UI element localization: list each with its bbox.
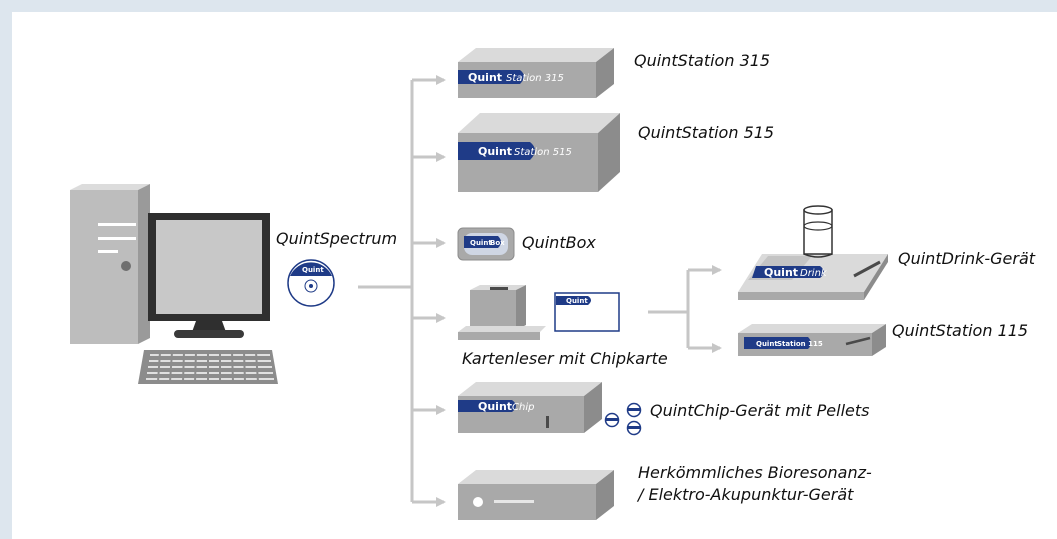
label-quintspectrum: QuintSpectrum bbox=[276, 229, 397, 248]
qs115-model-mark: Station 115 bbox=[777, 340, 823, 348]
cd-disc-icon: Quint bbox=[287, 259, 335, 307]
chip-card-brand-mark: Quint bbox=[566, 297, 588, 305]
quintstation-115-device: Quint Station 115 bbox=[738, 324, 886, 356]
drinking-glass-icon bbox=[803, 205, 833, 258]
conventional-device bbox=[458, 470, 614, 520]
cd-brand-mark: Quint bbox=[302, 266, 324, 274]
quintstation-315-device: Quint Station 315 bbox=[458, 48, 614, 98]
frame-top-border bbox=[0, 0, 1057, 12]
pellet-icons bbox=[604, 402, 642, 436]
label-quintdrink: QuintDrink-Gerät bbox=[898, 249, 1036, 268]
qs515-brand-mark: Quint bbox=[478, 145, 512, 158]
label-quintstation-315: QuintStation 315 bbox=[634, 51, 770, 70]
quintstation-515-device: Quint Station 515 bbox=[458, 113, 620, 192]
frame-left-border bbox=[0, 0, 12, 539]
qs315-model-mark: Station 315 bbox=[506, 73, 564, 84]
pellet-icon bbox=[604, 412, 620, 428]
qs115-brand-mark: Quint bbox=[756, 340, 778, 348]
drink-model-mark: Drink bbox=[800, 268, 828, 279]
computer-icon bbox=[70, 184, 278, 384]
chip-model-mark: Chip bbox=[512, 402, 534, 413]
chip-card: Quint bbox=[554, 292, 620, 332]
drink-brand-mark: Quint bbox=[764, 266, 798, 279]
quintchip-device: Quint Chip bbox=[458, 382, 602, 433]
label-conventional-line2: / Elektro-Akupunktur-Gerät bbox=[636, 485, 854, 504]
box-model-mark: Box bbox=[490, 239, 505, 247]
pellet-icon bbox=[626, 402, 642, 418]
connector-lines bbox=[358, 75, 722, 507]
chip-brand-mark: Quint bbox=[478, 400, 512, 413]
label-quintstation-515: QuintStation 515 bbox=[638, 123, 774, 142]
pellet-icon bbox=[626, 420, 642, 436]
label-quintstation-115: QuintStation 115 bbox=[892, 321, 1028, 340]
quintbox-device: Quint Box bbox=[457, 227, 515, 261]
label-quintbox: QuintBox bbox=[522, 233, 596, 252]
qs515-model-mark: Station 515 bbox=[514, 147, 572, 158]
box-brand-mark: Quint bbox=[470, 239, 492, 247]
quintdrink-device: Quint Drink bbox=[738, 254, 888, 300]
qs315-brand-mark: Quint bbox=[468, 71, 502, 84]
label-conventional-line1: Herkömmliches Bioresonanz- bbox=[638, 463, 872, 482]
label-card-reader: Kartenleser mit Chipkarte bbox=[462, 349, 668, 368]
card-reader-device bbox=[458, 285, 546, 340]
label-quintchip: QuintChip-Gerät mit Pellets bbox=[650, 401, 870, 420]
